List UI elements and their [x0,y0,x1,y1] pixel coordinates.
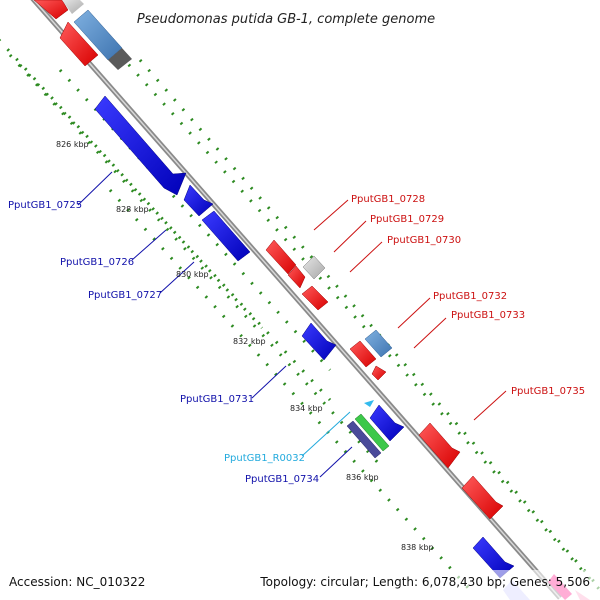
tick-dot-lines [0,38,600,592]
leader-PputGB1_0729 [333,220,367,253]
gene-arrow-forward[interactable] [461,475,504,520]
leader-PputGB1_0727 [159,261,195,294]
tick-label: 832 kbp [233,337,266,346]
forward-gene-labels: PputGB1_0728 PputGB1_0729 PputGB1_0730 P… [351,194,585,397]
gene-label-PputGB1_0729[interactable]: PputGB1_0729 [370,214,444,225]
leader-PputGB1_0734 [319,446,353,478]
gene-arrow-forward-top[interactable] [59,21,99,67]
leader-PputGB1_0732 [397,297,431,329]
rna-marker [364,400,374,407]
leader-PputGB1_0733 [413,317,447,349]
gene-arrow-forward-top[interactable] [33,0,69,20]
dot-line [8,53,382,467]
gene-label-PputGB1_0725[interactable]: PputGB1_0725 [8,200,82,211]
leader-PputGB1_0731 [251,365,287,399]
gene-arrow-PputGB1_0732[interactable] [349,340,377,368]
gene-arrow-lightgrey[interactable] [62,0,84,14]
dot-line [108,188,472,592]
dot-line [138,59,600,591]
tick-label: 828 kbp [116,205,149,214]
leader-lines [77,171,507,478]
leader-PputGB1_R0032 [301,411,351,457]
top-genes [62,0,132,70]
gene-arrow-PputGB1_0725[interactable] [94,95,187,196]
rna-gene [346,400,390,459]
gene-label-PputGB1_0730[interactable]: PputGB1_0730 [387,235,461,246]
gene-arrow-PputGB1_R0032[interactable] [354,413,390,452]
gene-arrow-PputGB1_0734[interactable] [369,404,405,442]
reverse-gene-labels: PputGB1_0725 PputGB1_0726 PputGB1_0727 P… [8,200,319,485]
map-title: Pseudomonas putida GB-1, complete genome [137,12,435,27]
dot-line [118,53,600,592]
gene-arrow-darkgrey[interactable] [108,48,132,70]
gene-label-PputGB1_0728[interactable]: PputGB1_0728 [351,194,425,205]
leader-PputGB1_0726 [131,229,167,261]
gene-arrow-PputGB1_0728b[interactable] [287,265,306,289]
tick-label: 836 kbp [346,473,379,482]
tick-label: 834 kbp [290,404,323,413]
gene-label-PputGB1_0727[interactable]: PputGB1_0727 [88,290,162,301]
gene-label-PputGB1_0734[interactable]: PputGB1_0734 [245,474,319,485]
leader-PputGB1_0730 [349,241,383,273]
tick-label: 838 kbp [401,543,434,552]
gene-arrow-PputGB1_0729[interactable] [302,255,326,280]
gene-arrow-PputGB1_0726[interactable] [183,184,214,217]
leader-PputGB1_0735 [473,390,507,421]
gene-arrow-PputGB1_0733[interactable] [364,329,393,358]
gene-label-PputGB1_0732[interactable]: PputGB1_0732 [433,291,507,302]
gene-arrow-PputGB1_0735[interactable] [418,422,461,469]
gene-arrow-dark-reverse[interactable] [346,420,382,459]
gene-arrow-PputGB1_0730[interactable] [301,285,329,311]
leader-PputGB1_0728 [313,199,349,231]
gene-arrow-PputGB1_0732b[interactable] [371,365,387,381]
tick-label: 826 kbp [56,140,89,149]
gene-arrow-PputGB1_0728[interactable] [265,239,297,275]
gene-label-PputGB1_0726[interactable]: PputGB1_0726 [60,257,134,268]
kbp-ticks: 826 kbp 828 kbp 830 kbp 832 kbp 834 kbp … [56,140,434,552]
gene-label-PputGB1_R0032[interactable]: PputGB1_R0032 [224,453,305,464]
gene-arrow-PputGB1_0731[interactable] [301,322,337,361]
gene-arrow-PputGB1_0727[interactable] [201,210,251,262]
footer: Accession: NC_010322 Topology: circular;… [0,570,600,600]
reverse-genes [94,95,530,600]
gene-label-PputGB1_0731[interactable]: PputGB1_0731 [180,394,254,405]
gene-label-PputGB1_0735[interactable]: PputGB1_0735 [511,386,585,397]
genome-summary-text: Topology: circular; Length: 6,078,430 bp… [259,575,590,589]
tick-label: 830 kbp [176,270,209,279]
dot-line [0,38,264,330]
leader-PputGB1_0725 [77,171,113,206]
gene-label-PputGB1_0733[interactable]: PputGB1_0733 [451,310,525,321]
accession-text: Accession: NC_010322 [9,575,145,589]
